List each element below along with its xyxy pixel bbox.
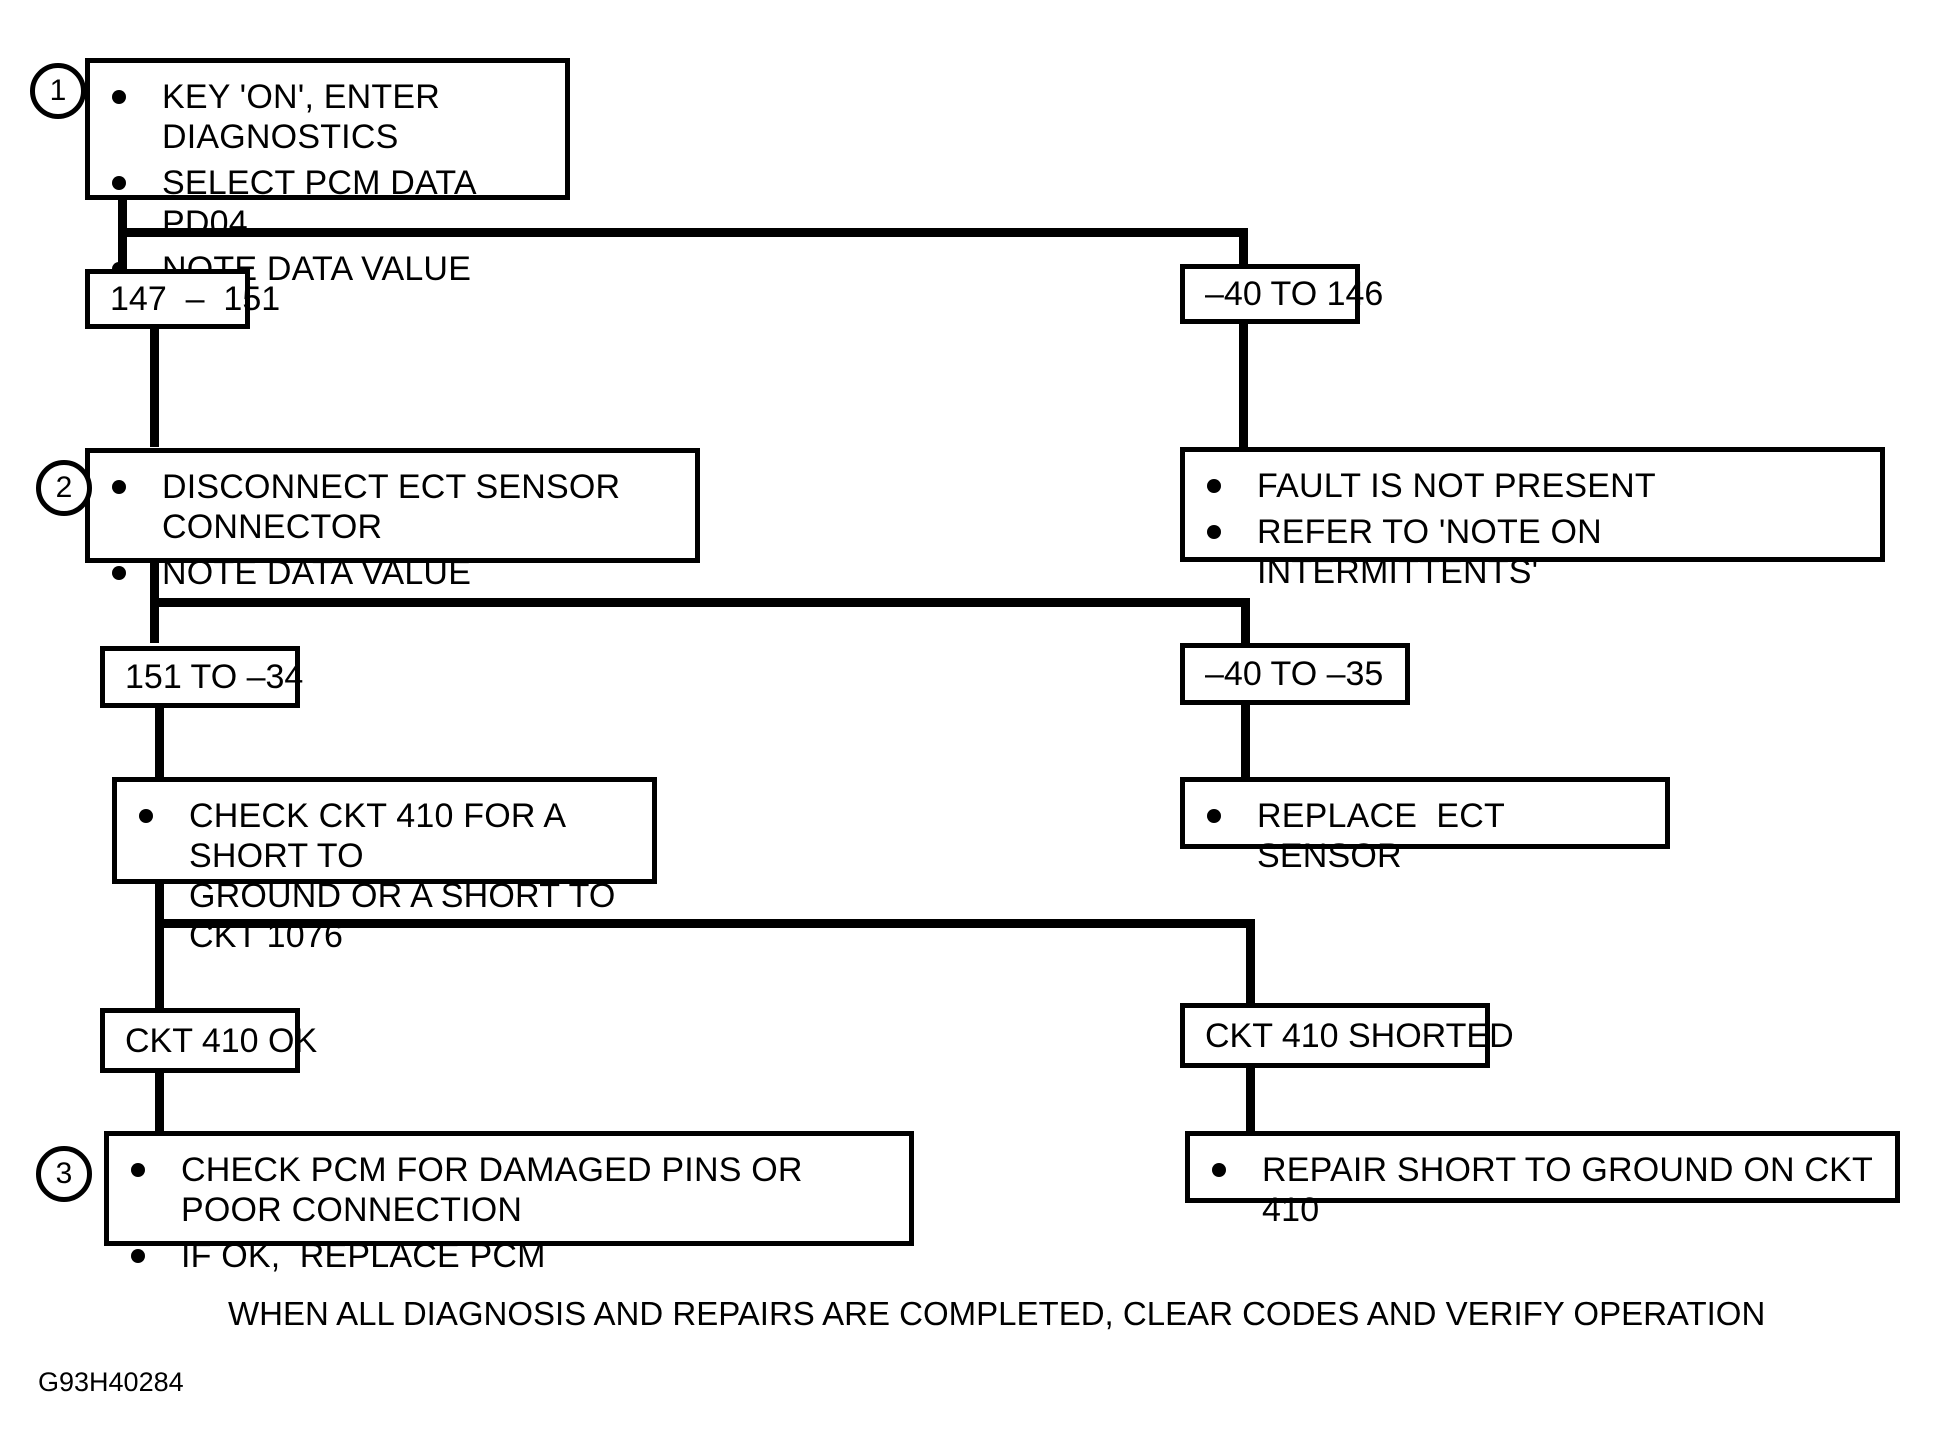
bullet-icon <box>131 1163 145 1177</box>
node-replace-sensor-text: REPLACE ECT SENSOR <box>1257 797 1515 875</box>
connector-branch3-right-down <box>1246 919 1255 1014</box>
node-fault-not-present-line-1: FAULT IS NOT PRESENT <box>1257 467 1656 505</box>
bullet-row: CHECK CKT 410 FOR A SHORT TO GROUND OR A… <box>117 796 652 956</box>
reference-code: G93H40284 <box>38 1367 184 1397</box>
node-replace-sensor-box: REPLACE ECT SENSOR <box>1180 777 1670 875</box>
node-branch1-right-label: ‒40 TO 146 <box>1205 275 1384 313</box>
node-branch3-right-label: CKT 410 SHORTED <box>1205 1016 1514 1055</box>
node-step2-line-1: DISCONNECT ECT SENSOR CONNECTOR <box>162 468 630 546</box>
connector-step1-down <box>118 200 127 278</box>
node-step3-box: CHECK PCM FOR DAMAGED PINS OR POOR CONNE… <box>104 1131 914 1275</box>
node-step3-line-2: IF OK, REPLACE PCM <box>181 1237 546 1275</box>
node-branch1-right-box: ‒40 TO 146 <box>1180 264 1383 324</box>
step-marker-1: 1 <box>30 63 86 119</box>
bullet-row: KEY 'ON', ENTER DIAGNOSTICS <box>90 77 565 157</box>
connector-branch1-horizontal <box>118 228 1248 237</box>
node-repair-short-box: REPAIR SHORT TO GROUND ON CKT 410 <box>1185 1131 1900 1229</box>
bullet-row: DISCONNECT ECT SENSOR CONNECTOR <box>90 467 695 547</box>
node-branch3-left-box: CKT 410 OK <box>100 1008 317 1073</box>
connector-branch1-right-down <box>1239 228 1248 278</box>
step-marker-2: 2 <box>36 460 92 516</box>
connector-branch2-horizontal <box>150 598 1250 607</box>
node-branch3-left-label: CKT 410 OK <box>125 1021 318 1060</box>
node-repair-short-text: REPAIR SHORT TO GROUND ON CKT 410 <box>1262 1151 1883 1229</box>
node-branch2-right-label: ‒40 TO ‒35 <box>1205 655 1384 693</box>
node-fault-not-present-box: FAULT IS NOT PRESENT REFER TO 'NOTE ON I… <box>1180 447 1885 591</box>
bullet-icon <box>1207 809 1221 823</box>
node-branch1-left-label: 147 – 151 <box>110 280 281 318</box>
connector-branch1-left-to-step2 <box>150 329 159 447</box>
bullet-icon <box>1212 1163 1226 1177</box>
connector-branch2-right-down <box>1241 598 1250 653</box>
bullet-row: REPLACE ECT SENSOR <box>1185 796 1665 876</box>
connector-branch2-left-to-check <box>155 708 164 780</box>
bullet-row: REPAIR SHORT TO GROUND ON CKT 410 <box>1190 1150 1895 1230</box>
node-step1-line-1: KEY 'ON', ENTER DIAGNOSTICS <box>162 78 450 156</box>
connector-check-down <box>155 884 164 1018</box>
bullet-icon <box>112 480 126 494</box>
connector-branch1-right-to-fault <box>1239 324 1248 447</box>
connector-branch3-left-to-step3 <box>155 1073 164 1131</box>
node-branch1-left-box: 147 – 151 <box>85 269 280 329</box>
bullet-row: FAULT IS NOT PRESENT <box>1185 466 1880 506</box>
node-branch2-right-box: ‒40 TO ‒35 <box>1180 643 1410 705</box>
bullet-icon <box>112 90 126 104</box>
bullet-icon <box>131 1249 145 1263</box>
bullet-row: REFER TO 'NOTE ON INTERMITTENTS' <box>1185 512 1880 592</box>
node-check-ckt410-box: CHECK CKT 410 FOR A SHORT TO GROUND OR A… <box>112 777 657 955</box>
node-check-ckt410-text: CHECK CKT 410 FOR A SHORT TO GROUND OR A… <box>189 797 616 955</box>
bullet-row: NOTE DATA VALUE <box>90 553 695 593</box>
bullet-row: IF OK, REPLACE PCM <box>109 1236 909 1276</box>
step-marker-3: 3 <box>36 1146 92 1202</box>
footer-note: WHEN ALL DIAGNOSIS AND REPAIRS ARE COMPL… <box>228 1295 1766 1332</box>
node-step2-line-2: NOTE DATA VALUE <box>162 554 472 592</box>
connector-branch3-right-to-repair <box>1246 1068 1255 1131</box>
bullet-row: CHECK PCM FOR DAMAGED PINS OR POOR CONNE… <box>109 1150 909 1230</box>
node-branch2-left-label: 151 TO ‒34 <box>125 658 304 696</box>
bullet-icon <box>112 176 126 190</box>
connector-branch2-right-to-replace <box>1241 705 1250 777</box>
bullet-icon <box>139 809 153 823</box>
node-branch2-left-box: 151 TO ‒34 <box>100 646 304 708</box>
node-step1-box: KEY 'ON', ENTER DIAGNOSTICS SELECT PCM D… <box>85 58 570 288</box>
node-fault-not-present-line-2: REFER TO 'NOTE ON INTERMITTENTS' <box>1257 513 1612 591</box>
connector-branch3-horizontal <box>155 919 1255 928</box>
bullet-icon <box>1207 525 1221 539</box>
node-step3-line-1: CHECK PCM FOR DAMAGED PINS OR POOR CONNE… <box>181 1151 813 1229</box>
bullet-icon <box>1207 479 1221 493</box>
node-step1-line-2: SELECT PCM DATA PD04 <box>162 164 485 242</box>
node-step2-box: DISCONNECT ECT SENSOR CONNECTOR NOTE DAT… <box>85 448 700 592</box>
bullet-icon <box>112 566 126 580</box>
node-branch3-right-box: CKT 410 SHORTED <box>1180 1003 1514 1068</box>
bullet-row: SELECT PCM DATA PD04 <box>90 163 565 243</box>
